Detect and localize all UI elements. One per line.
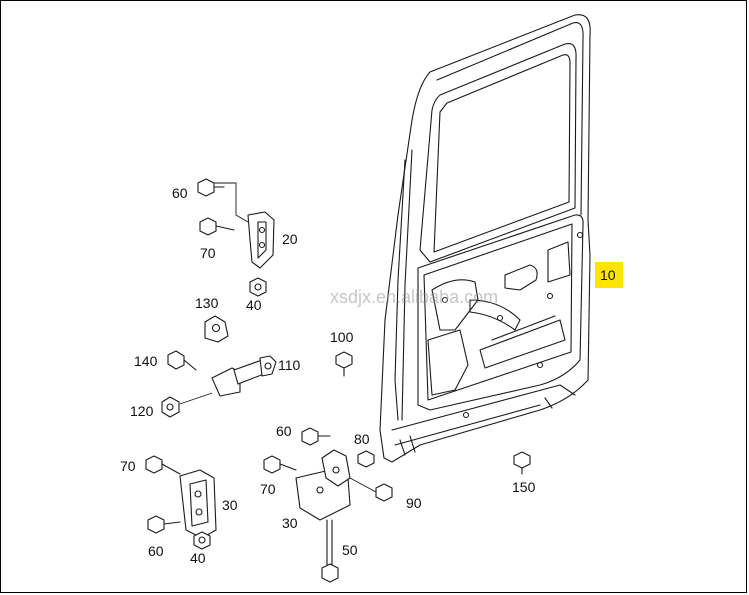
label-20: 20 <box>282 231 298 247</box>
check-strap-group <box>161 350 277 418</box>
label-140: 140 <box>134 353 158 369</box>
label-120: 120 <box>130 403 154 419</box>
left-lower-hinge-group <box>145 455 217 550</box>
lower-hinge-group <box>263 427 393 583</box>
label-30-middle: 30 <box>282 515 298 531</box>
label-130: 130 <box>195 295 219 311</box>
label-80: 80 <box>354 431 370 447</box>
label-70-middle: 70 <box>260 481 276 497</box>
label-100: 100 <box>330 329 354 345</box>
fastener-150 <box>513 451 531 475</box>
label-50: 50 <box>342 542 358 558</box>
door-panel <box>379 14 591 463</box>
label-70-left: 70 <box>120 458 136 474</box>
part-10-highlight <box>595 262 623 288</box>
label-110: 110 <box>278 357 301 373</box>
label-60-left: 60 <box>148 543 164 559</box>
label-40-top: 40 <box>246 297 262 313</box>
label-150: 150 <box>512 479 536 495</box>
label-30-left: 30 <box>222 497 238 513</box>
label-60-top: 60 <box>172 185 188 201</box>
upper-hinge-group <box>197 178 275 297</box>
label-60-middle: 60 <box>276 423 292 439</box>
label-40-left: 40 <box>190 550 206 566</box>
bolt-100 <box>335 351 353 377</box>
label-90: 90 <box>406 495 422 511</box>
bracket-130 <box>204 315 229 343</box>
label-10: 10 <box>600 267 616 283</box>
label-70-top: 70 <box>200 245 216 261</box>
watermark-text: xsdjx.en.alibaba.com <box>330 287 498 307</box>
